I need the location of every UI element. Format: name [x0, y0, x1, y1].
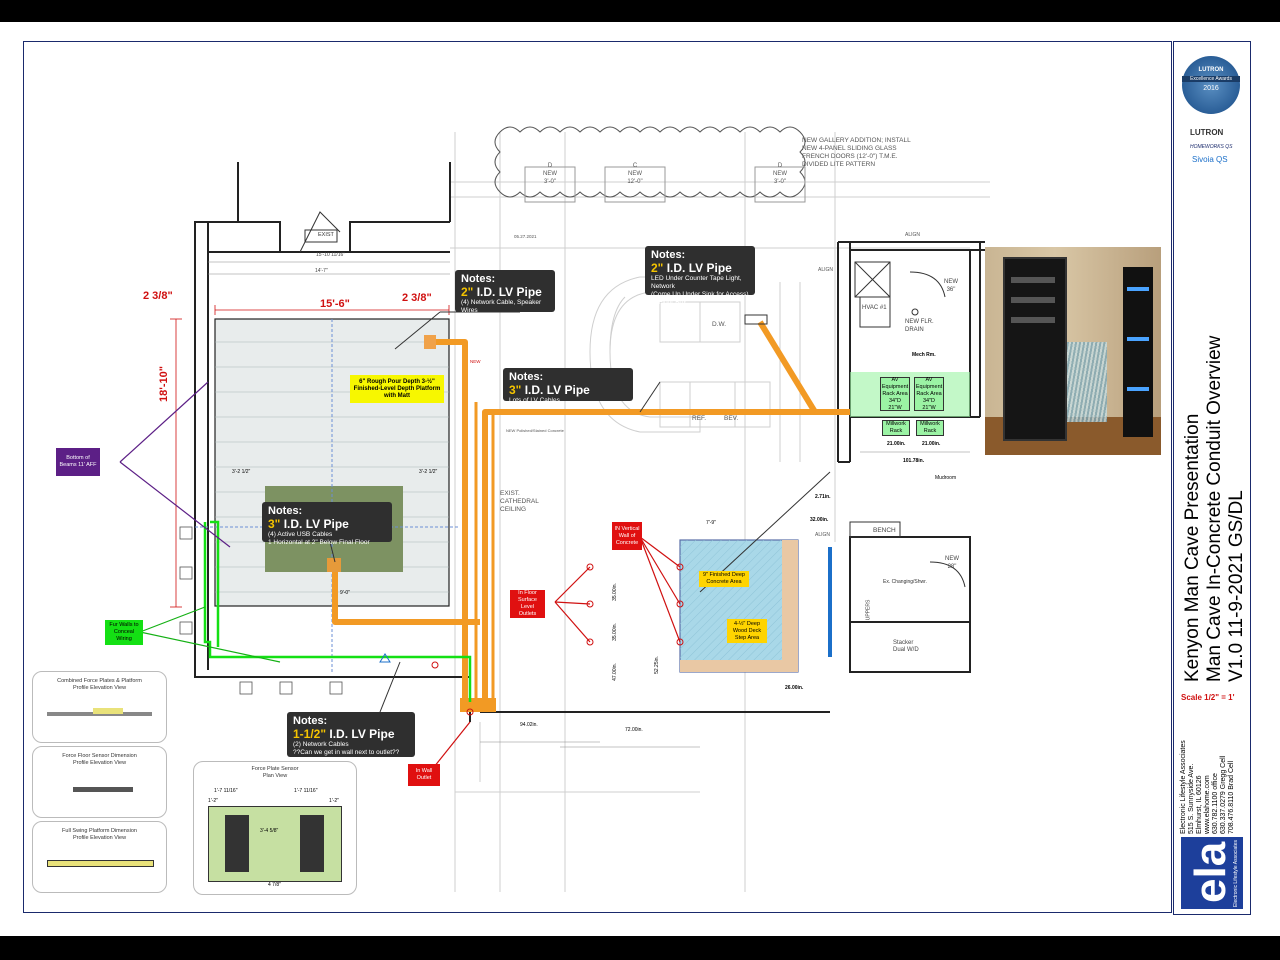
dim-94: 94.02in.: [520, 722, 538, 728]
bev-label: BEV.: [724, 415, 739, 422]
sheet-border: [23, 41, 1172, 913]
inset-sensor-dimension: Force Floor Sensor Dimension Profile Ele…: [32, 746, 167, 818]
wood-deck-label: 4-½" Deep Wood Deck Step Area: [727, 619, 767, 643]
dim-left-2-3-8: 2 3/8": [143, 290, 173, 302]
dim-26: 26.00in.: [785, 685, 804, 691]
wall-outlet-label: In Wall Outlet: [408, 764, 440, 786]
inset-combined-force: Combined Force Plates & Platform Profile…: [32, 671, 167, 743]
dim-15-6: 15'-6": [320, 298, 350, 310]
dim-3-2-left: 3'-2 1/2": [232, 469, 251, 475]
dim-21-b: 21.00in.: [922, 441, 941, 447]
dim-3-2-right: 3'-2 1/2": [419, 469, 438, 475]
dim-52: 52.25in.: [653, 656, 660, 674]
revision-date: 05.27.2021: [514, 234, 537, 239]
pour-depth-label: 6" Rough Pour Depth 3-½" Finished-Level …: [350, 375, 444, 403]
dim-35-b: 35.00in.: [611, 623, 618, 641]
exist-label: EXIST: [318, 232, 334, 238]
millwork-rack-1: Millwork Rack: [882, 420, 910, 436]
dim-32: 32.00in.: [810, 517, 829, 523]
note-2in-pipe-led: Notes: 2" I.D. LV Pipe LED Under Counter…: [645, 246, 755, 306]
deep-concrete-label: 9" Finished Deep Concrete Area: [699, 571, 749, 587]
note-3in-pipe-usb: Notes: 3" I.D. LV Pipe (4) Active USB Ca…: [262, 502, 392, 546]
company-info: Electronic Lifestyle Associates 515 S. S…: [1180, 740, 1235, 834]
rack-photo: [985, 247, 1161, 455]
sivoia-logo: Sivoia QS: [1192, 155, 1228, 164]
floor-drain-label: NEW FLR. DRAIN: [905, 319, 934, 333]
av-rack-2: AV Equipment Rack Area 34"D 21"W: [914, 376, 944, 411]
new-outlet-tag: NEW: [470, 359, 481, 364]
inset-force-plate-plan: Force Plate Sensor Plan View 1'-7 11/16"…: [193, 761, 357, 895]
dim-right-2-3-8: 2 3/8": [402, 292, 432, 304]
note-1-5in-pipe: Notes: 1-1/2" I.D. LV Pipe (2) Network C…: [287, 712, 415, 757]
drawing-sheet: 2 3/8" 2 3/8" 15'-6" 18'-10" 14'-7" 15'-…: [0, 22, 1280, 936]
mudroom-label: Mudroom: [935, 475, 957, 481]
millwork-rack-2: Millwork Rack: [916, 420, 944, 436]
dim-9-0: 9'-0": [340, 590, 350, 596]
dim-72: 72.00in.: [625, 727, 643, 733]
finished-concrete-label: NEW Polished/Stained Concrete: [506, 428, 564, 433]
note-3in-pipe-lv: Notes: 3" I.D. LV Pipe Lots of LV Cables: [503, 368, 633, 404]
bench-label: BENCH: [873, 527, 896, 534]
dim-15-10: 15'-10 11/16": [316, 252, 346, 258]
floor-plan: [119, 126, 990, 892]
dim-2-71: 2.71in.: [815, 494, 831, 500]
note-2in-pipe-network: Notes: 2" I.D. LV Pipe (4) Network Cable…: [455, 270, 555, 322]
ref-label: REF.: [692, 415, 707, 422]
scale-note: Scale 1/2" = 1': [1181, 693, 1235, 702]
align-label-1: ALIGN: [905, 232, 921, 238]
award-badge: LUTRON Excellence Awards 2016: [1182, 56, 1240, 114]
av-rack-1: AV Equipment Rack Area 34"D 21"W: [880, 376, 910, 411]
dim-101: 101.78in.: [903, 458, 925, 464]
lutron-logo: LUTRON: [1190, 128, 1224, 137]
vertical-wall-label: IN Vertical Wall of Concrete: [612, 522, 642, 550]
align-label-2: ALIGN: [818, 267, 834, 273]
dishwasher-label: D.W.: [712, 321, 727, 328]
dim-14-7: 14'-7": [315, 268, 328, 274]
uppers-label: UPPERS: [865, 599, 872, 621]
align-label-3: ALIGN: [815, 532, 831, 538]
title-vertical: Kenyon Man Cave Presentation Man Cave In…: [1182, 335, 1247, 682]
floor-outlets-label: In Floor Surface Level Outlets: [510, 590, 545, 618]
homeworks-logo: HOMEWORKS QS: [1190, 144, 1233, 150]
inset-swing-platform: Full Swing Platform Dimension Profile El…: [32, 821, 167, 893]
fur-walls-label: Fur Walls to Conceal Wiring: [105, 620, 143, 645]
stacker-label: Stacker Dual W/D: [893, 640, 919, 653]
cathedral-ceiling-label: EXIST. CATHEDRAL CEILING: [500, 490, 539, 513]
dim-18-10: 18'-10": [158, 366, 170, 402]
dim-21-a: 21.00in.: [887, 441, 906, 447]
changing-room-label: Ex. Changing/Shwr.: [883, 579, 927, 585]
dim-7-9: 7'-9": [706, 520, 716, 526]
dim-47: 47.00in.: [611, 663, 618, 681]
title-block: [1173, 41, 1251, 915]
mech-room-label: Mech Rm.: [912, 352, 936, 358]
beams-label: Bottom of Beams 11' AFF: [56, 448, 100, 476]
dim-35-a: 35.00in.: [611, 583, 618, 601]
ela-logo: ela Electronic Lifestyle Associates: [1181, 837, 1243, 909]
hvac-label: HVAC #1: [862, 305, 887, 311]
